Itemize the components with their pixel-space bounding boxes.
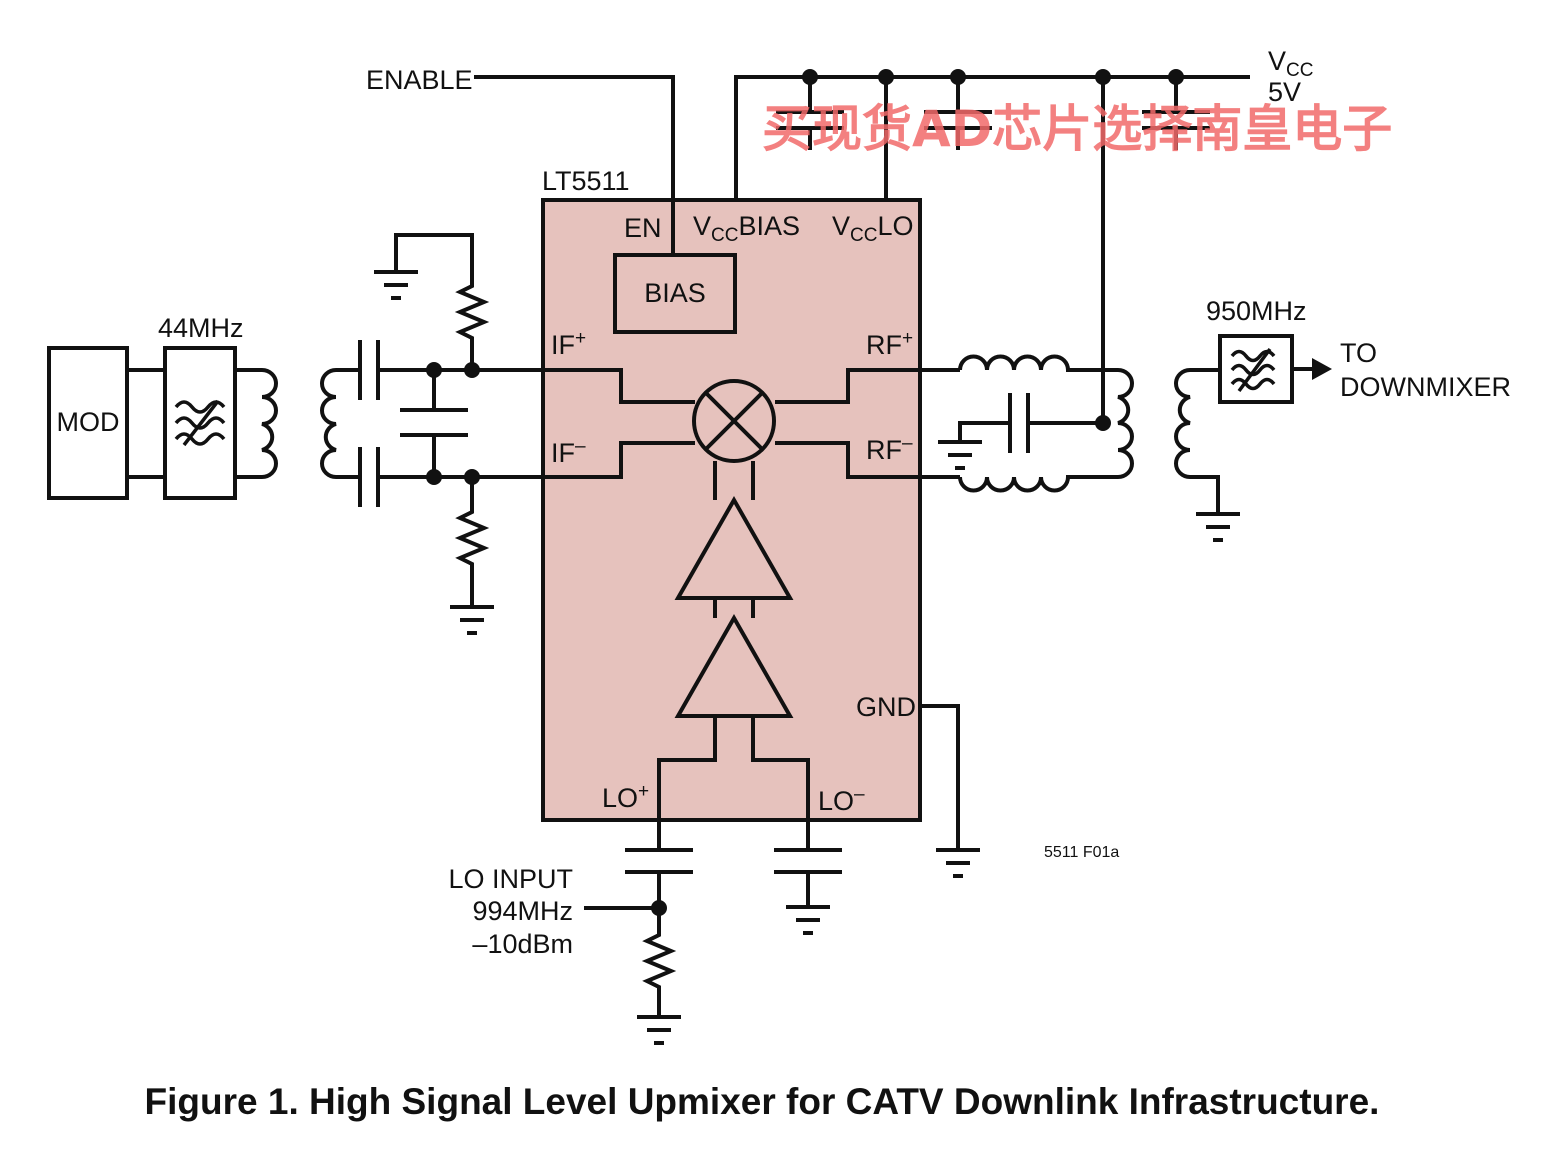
pin-if-minus-label: IF– [551, 436, 586, 468]
if-filter-freq-label: 44MHz [158, 313, 244, 343]
if-plus-coupling-capacitor [358, 340, 380, 400]
if-bandpass-filter [163, 346, 237, 500]
junction-dot [1095, 69, 1111, 85]
vcc-rail [734, 75, 1250, 200]
ground-icon [938, 440, 982, 470]
mixer-symbol [692, 379, 776, 463]
enable-label: ENABLE [366, 65, 473, 95]
mod-block [47, 346, 129, 500]
rf-transformer [1117, 368, 1191, 479]
vcc-value-label: 5V [1268, 77, 1301, 107]
bias-block-label: BIAS [644, 278, 706, 308]
lo-input-label: LO INPUT [448, 864, 573, 894]
if-transformer [261, 368, 337, 479]
lo-freq-label: 994MHz [472, 896, 573, 926]
junction-dot [1095, 415, 1111, 431]
chip-name: LT5511 [542, 166, 630, 196]
chip-body [541, 198, 922, 822]
rf-filter-freq-label: 950MHz [1206, 296, 1307, 326]
ground-icon [936, 848, 980, 878]
pin-if-plus-label: IF+ [551, 328, 586, 360]
if-minus-internal-wire [543, 441, 695, 479]
ground-icon [1196, 512, 1240, 542]
rf-plus-internal-wire [775, 368, 920, 404]
rf-minus-inductor [958, 475, 1118, 493]
pin-lo-plus-label: LO+ [602, 781, 649, 813]
if-minus-coupling-capacitor [358, 447, 380, 507]
rf-minus-internal-wire [775, 441, 920, 479]
lo-amplifier-2-icon [674, 613, 794, 718]
to-label: TO [1340, 338, 1377, 368]
pin-rf-minus-label: RF– [866, 433, 913, 465]
lo-termination-resistor [641, 908, 677, 1015]
pin-lo-minus-label: LO– [818, 784, 865, 816]
if-minus-bias-resistor [454, 477, 490, 605]
junction-dot [426, 362, 442, 378]
rf-bypass-capacitor [958, 393, 1030, 453]
junction-dot [950, 69, 966, 85]
enable-wire [474, 75, 675, 255]
junction-dot [426, 469, 442, 485]
pin-vcc-bias-label: VCCBIAS [693, 211, 800, 246]
if-plus-internal-wire [543, 368, 695, 404]
ground-icon [374, 270, 418, 300]
rf-secondary-wire [1190, 368, 1220, 512]
junction-dot [802, 69, 818, 85]
filter-to-transformer-wires [235, 368, 262, 479]
rf-plus-inductor [958, 354, 1118, 372]
pin-gnd-label: GND [856, 692, 916, 722]
watermark-text: 买现货AD芯片选择南皇电子 [762, 100, 1392, 158]
if-filter-wave-icon [174, 399, 226, 447]
mod-label: MOD [57, 407, 120, 437]
junction-dot [1168, 69, 1184, 85]
figure-code-label: 5511 F01a [1044, 844, 1119, 861]
if-shunt-capacitor [400, 370, 468, 477]
decoupling-capacitor-2 [924, 77, 992, 150]
pin-en-label: EN [624, 213, 662, 243]
ground-icon [786, 905, 830, 935]
lo-plus-coupling-capacitor [625, 820, 693, 908]
ground-icon [637, 1015, 681, 1045]
lo-minus-bypass-capacitor [774, 820, 842, 905]
pin-vcc-lo-label: VCCLO [832, 211, 914, 246]
ground-icon [450, 605, 494, 635]
gnd-wire [920, 704, 960, 848]
downmixer-label: DOWNMIXER [1340, 372, 1511, 402]
lo-chain-wire [657, 461, 810, 820]
lo-amplifier-1-icon [674, 495, 794, 600]
decoupling-capacitor-1 [776, 77, 844, 150]
decoupling-capacitor-3 [1142, 77, 1210, 150]
if-plus-bias-resistor [394, 233, 490, 370]
rf-output-arrow-icon [1312, 358, 1332, 380]
pin-rf-plus-label: RF+ [866, 328, 913, 360]
figure-caption: Figure 1. High Signal Level Upmixer for … [145, 1081, 1380, 1122]
vcc-label: VCC [1268, 46, 1313, 81]
junction-dot [878, 69, 894, 85]
lo-level-label: –10dBm [472, 929, 573, 959]
mod-to-filter-wires [127, 368, 165, 479]
rf-filter-wave-icon [1230, 347, 1276, 393]
